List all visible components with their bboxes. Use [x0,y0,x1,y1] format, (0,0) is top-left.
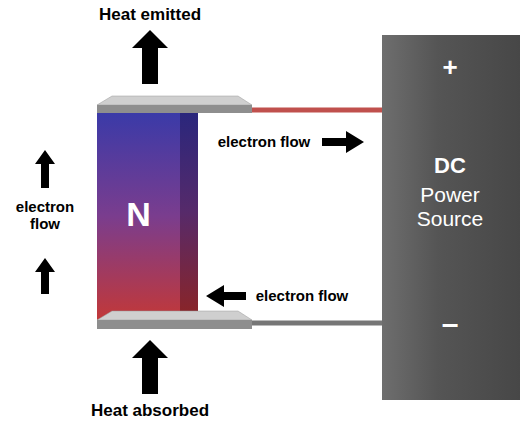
heat-label: Heat absorbed [70,401,230,421]
flow-arrow [322,131,364,153]
heat-arrow [132,340,168,394]
node-text: + [382,53,518,83]
power-source-box: + DC Power Source – [382,35,520,400]
bottom-plate [97,311,252,320]
node-text: N [97,195,180,234]
flow-label: electron flow [248,287,356,304]
bottom-plate-front [97,320,252,329]
flow-arrow [206,285,246,307]
node-text: Power Source [400,183,500,231]
top-plate-front [97,105,252,113]
wire [252,108,382,113]
flow-label: electron flow [5,198,85,233]
flow-label: electron flow [210,133,318,150]
heat-label: Heat emitted [75,5,225,25]
top-plate [97,96,252,105]
thermoelectric-element: N [97,95,252,330]
n-block [97,112,180,320]
flow-arrow [35,258,55,294]
flow-arrow [35,150,55,188]
node-text: – [382,307,518,342]
node-text: DC [382,153,518,178]
wire [252,321,382,326]
block-side [180,104,198,320]
heat-arrow [132,30,168,84]
